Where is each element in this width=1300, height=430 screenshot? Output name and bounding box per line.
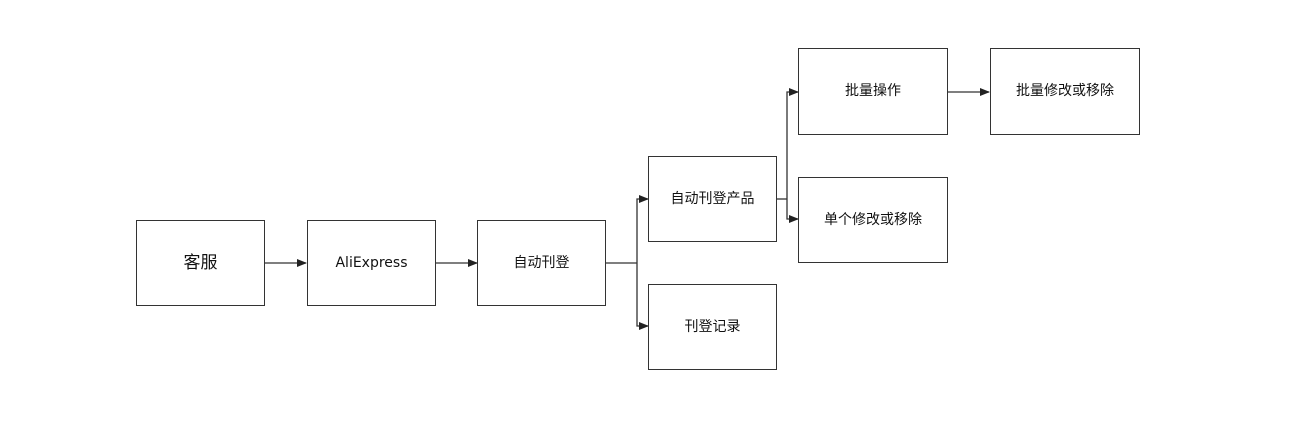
edge-products-to-single-modify bbox=[786, 199, 799, 223]
node-customer-service: 客服 bbox=[136, 220, 265, 306]
node-batch-modify-remove: 批量修改或移除 bbox=[990, 48, 1140, 135]
node-batch-operation: 批量操作 bbox=[798, 48, 948, 135]
node-aliexpress: AliExpress bbox=[307, 220, 436, 306]
node-auto-listing-products: 自动刊登产品 bbox=[648, 156, 777, 242]
node-auto-listing: 自动刊登 bbox=[477, 220, 606, 306]
edge-products-to-batch-operation bbox=[786, 88, 799, 199]
node-single-modify-remove: 单个修改或移除 bbox=[798, 177, 948, 263]
edge-auto-listing-to-products bbox=[636, 195, 649, 263]
edge-auto-listing-to-records bbox=[636, 263, 649, 330]
node-listing-records: 刊登记录 bbox=[648, 284, 777, 370]
